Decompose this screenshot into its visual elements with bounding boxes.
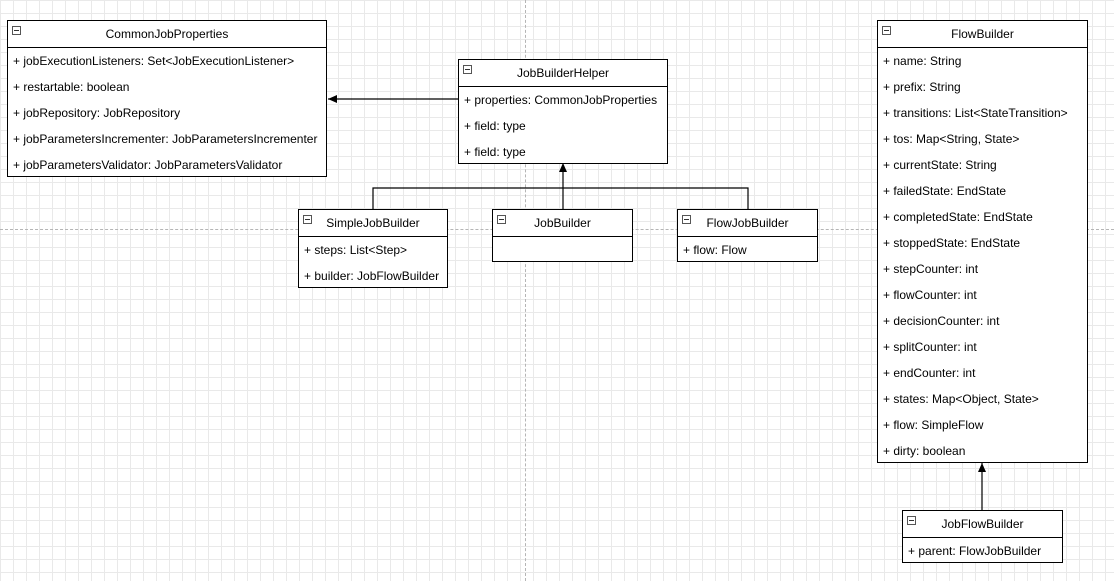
attribute-row[interactable]: + completedState: EndState [883, 210, 1033, 224]
class-name: JobFlowBuilder [941, 517, 1024, 531]
class-flow-job-builder[interactable]: FlowJobBuilder + flow: Flow [677, 209, 818, 262]
attribute-row[interactable]: + name: String [883, 54, 962, 68]
class-common-job-properties[interactable]: CommonJobProperties + jobExecutionListen… [7, 20, 327, 177]
page-guide-vertical [525, 0, 526, 581]
attribute-row[interactable]: + builder: JobFlowBuilder [304, 269, 440, 283]
collapse-icon[interactable] [497, 215, 506, 224]
attribute-row[interactable]: + currentState: String [883, 158, 997, 172]
attribute-row[interactable]: + jobRepository: JobRepository [13, 106, 181, 120]
class-header[interactable]: JobBuilder [493, 210, 632, 237]
attribute-row[interactable]: + splitCounter: int [883, 340, 977, 354]
collapse-icon[interactable] [682, 215, 691, 224]
attribute-row[interactable]: + parent: FlowJobBuilder [908, 544, 1042, 558]
class-header[interactable]: FlowJobBuilder [678, 210, 817, 237]
attribute-row[interactable]: + flowCounter: int [883, 288, 977, 302]
class-name: JobBuilder [534, 216, 591, 230]
inheritance-edge-flow-job-builder[interactable] [563, 187, 749, 209]
collapse-icon[interactable] [12, 26, 21, 35]
inheritance-edge-simple-job-builder[interactable] [372, 187, 563, 209]
attribute-row[interactable]: + dirty: boolean [883, 444, 966, 458]
class-header[interactable]: JobFlowBuilder [903, 511, 1062, 538]
attribute-row[interactable]: + jobParametersIncrementer: JobParameter… [13, 132, 318, 146]
class-header[interactable]: SimpleJobBuilder [299, 210, 447, 237]
class-name: SimpleJobBuilder [326, 216, 420, 230]
class-name: FlowJobBuilder [706, 216, 789, 230]
attribute-row[interactable]: + failedState: EndState [883, 184, 1007, 198]
collapse-icon[interactable] [907, 516, 916, 525]
attribute-row[interactable]: + jobExecutionListeners: Set<JobExecutio… [13, 54, 295, 68]
attribute-row[interactable]: + flow: SimpleFlow [883, 418, 984, 432]
class-name: FlowBuilder [951, 27, 1014, 41]
collapse-icon[interactable] [463, 65, 472, 74]
attribute-row[interactable]: + stoppedState: EndState [883, 236, 1021, 250]
attribute-row[interactable]: + decisionCounter: int [883, 314, 1000, 328]
attribute-row[interactable]: + flow: Flow [683, 243, 747, 257]
attribute-row[interactable]: + transitions: List<StateTransition> [883, 106, 1068, 120]
class-simple-job-builder[interactable]: SimpleJobBuilder + steps: List<Step> + b… [298, 209, 448, 288]
attribute-row[interactable]: + jobParametersValidator: JobParametersV… [13, 158, 283, 172]
class-job-builder[interactable]: JobBuilder [492, 209, 633, 262]
class-header[interactable]: FlowBuilder [878, 21, 1087, 48]
attribute-row[interactable]: + prefix: String [883, 80, 961, 94]
attribute-row[interactable]: + properties: CommonJobProperties [464, 93, 658, 107]
attribute-row[interactable]: + tos: Map<String, State> [883, 132, 1020, 146]
class-job-builder-helper[interactable]: JobBuilderHelper + properties: CommonJob… [458, 59, 668, 164]
attribute-row[interactable]: + restartable: boolean [13, 80, 130, 94]
collapse-icon[interactable] [303, 215, 312, 224]
attribute-row[interactable]: + states: Map<Object, State> [883, 392, 1039, 406]
class-flow-builder[interactable]: FlowBuilder + name: String + prefix: Str… [877, 20, 1088, 463]
class-header[interactable]: JobBuilderHelper [459, 60, 667, 87]
attribute-row[interactable]: + steps: List<Step> [304, 243, 408, 257]
attribute-row[interactable]: + field: type [464, 119, 526, 133]
attribute-row[interactable]: + endCounter: int [883, 366, 976, 380]
collapse-icon[interactable] [882, 26, 891, 35]
class-job-flow-builder[interactable]: JobFlowBuilder + parent: FlowJobBuilder [902, 510, 1063, 563]
class-header[interactable]: CommonJobProperties [8, 21, 326, 48]
class-name: JobBuilderHelper [516, 66, 610, 80]
attribute-row[interactable]: + stepCounter: int [883, 262, 979, 276]
class-name: CommonJobProperties [105, 27, 229, 41]
attribute-row[interactable]: + field: type [464, 145, 526, 159]
